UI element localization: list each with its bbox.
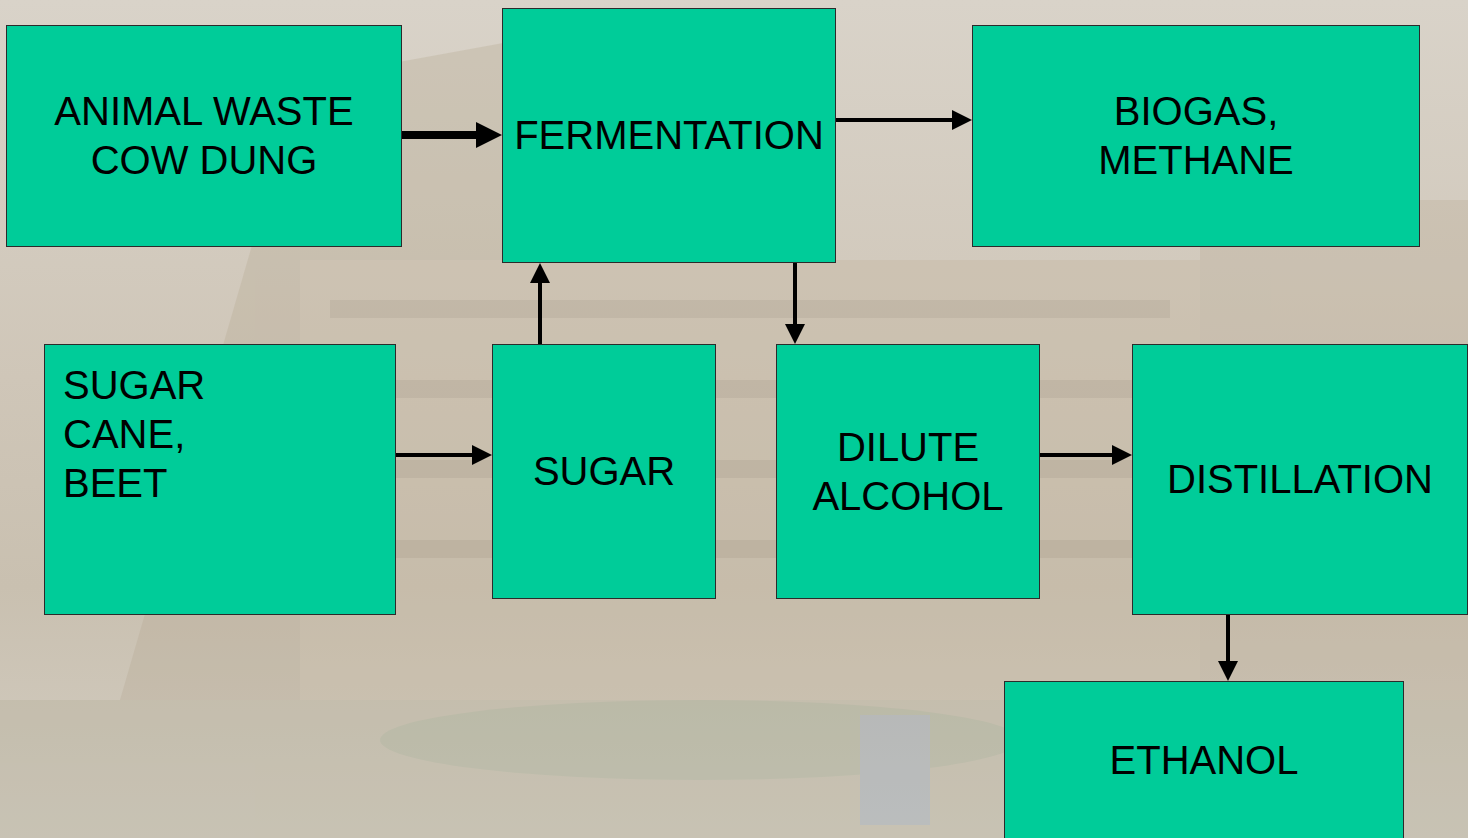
- box-label: BIOGAS, METHANE: [1081, 87, 1311, 185]
- flow-arrow: [396, 445, 492, 465]
- arrow-head: [1218, 661, 1238, 681]
- arrow-shaft: [793, 263, 797, 326]
- arrow-head: [785, 324, 805, 344]
- flow-arrow: [1040, 445, 1132, 465]
- arrow-shaft: [1040, 453, 1114, 457]
- process-box: BIOGAS, METHANE: [972, 25, 1420, 247]
- box-label: SUGAR: [533, 447, 675, 496]
- flow-arrow: [530, 263, 550, 344]
- arrow-shaft: [396, 453, 474, 457]
- arrow-head: [1112, 445, 1132, 465]
- arrow-head: [952, 110, 972, 130]
- arrow-head: [530, 263, 550, 283]
- box-label: SUGAR CANE, BEET: [63, 361, 243, 507]
- process-box: ANIMAL WASTE COW DUNG: [6, 25, 402, 247]
- box-label: DISTILLATION: [1167, 455, 1433, 504]
- flow-arrow: [785, 263, 805, 344]
- process-box: ETHANOL: [1004, 681, 1404, 838]
- arrow-head: [472, 445, 492, 465]
- box-label: ANIMAL WASTE COW DUNG: [18, 87, 390, 185]
- box-label: ETHANOL: [1110, 736, 1299, 785]
- flow-arrow: [836, 110, 972, 130]
- arrow-shaft: [402, 131, 478, 139]
- box-label: DILUTE ALCOHOL: [788, 423, 1028, 521]
- process-box: SUGAR: [492, 344, 716, 599]
- arrow-shaft: [1226, 615, 1230, 663]
- arrow-head: [476, 122, 502, 148]
- arrow-shaft: [538, 281, 542, 344]
- process-box: FERMENTATION: [502, 8, 836, 263]
- process-box: DILUTE ALCOHOL: [776, 344, 1040, 599]
- box-label: FERMENTATION: [514, 111, 824, 160]
- arrow-shaft: [836, 118, 954, 122]
- flow-arrow: [1218, 615, 1238, 681]
- process-box: DISTILLATION: [1132, 344, 1468, 615]
- process-box: SUGAR CANE, BEET: [44, 344, 396, 615]
- flow-arrow: [402, 122, 502, 148]
